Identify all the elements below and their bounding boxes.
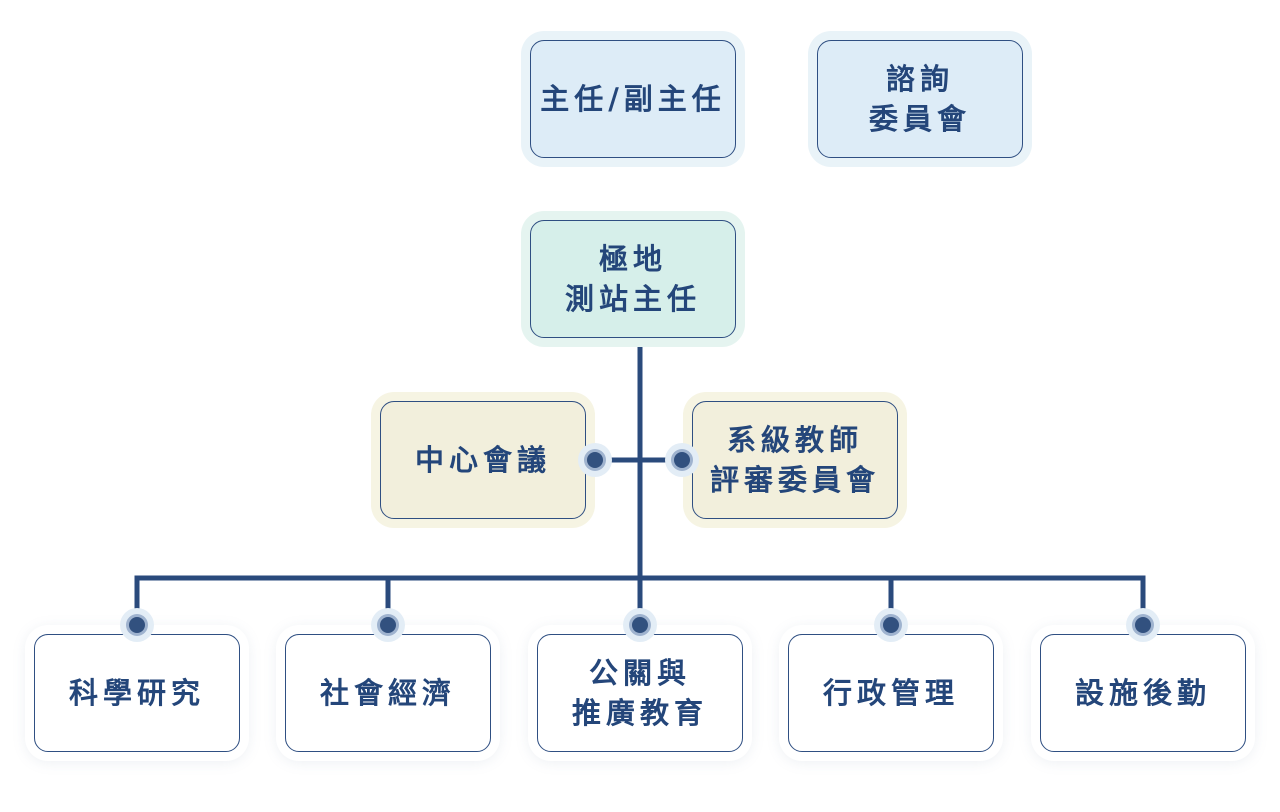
connector-dot-division-5 xyxy=(1126,608,1160,642)
connector-dot-left xyxy=(578,443,612,477)
connector-dot-division-2 xyxy=(371,608,405,642)
connector-dot-right xyxy=(665,443,699,477)
connector-dot-division-4 xyxy=(874,608,908,642)
faculty-review-committee-box: 系級教師 評審委員會 xyxy=(692,401,898,519)
advisory-committee-box: 諮詢 委員會 xyxy=(817,40,1023,158)
division-box-socioeconomic: 社會經濟 xyxy=(285,634,491,752)
center-meeting-box: 中心會議 xyxy=(380,401,586,519)
division-box-administration: 行政管理 xyxy=(788,634,994,752)
connector-dot-division-1 xyxy=(120,608,154,642)
director-box: 主任/副主任 xyxy=(530,40,736,158)
division-box-facilities-logistics: 設施後勤 xyxy=(1040,634,1246,752)
station-head-box: 極地 測站主任 xyxy=(530,220,736,338)
connector-dot-division-3 xyxy=(623,608,657,642)
division-box-science-research: 科學研究 xyxy=(34,634,240,752)
division-box-public-relations: 公關與 推廣教育 xyxy=(537,634,743,752)
